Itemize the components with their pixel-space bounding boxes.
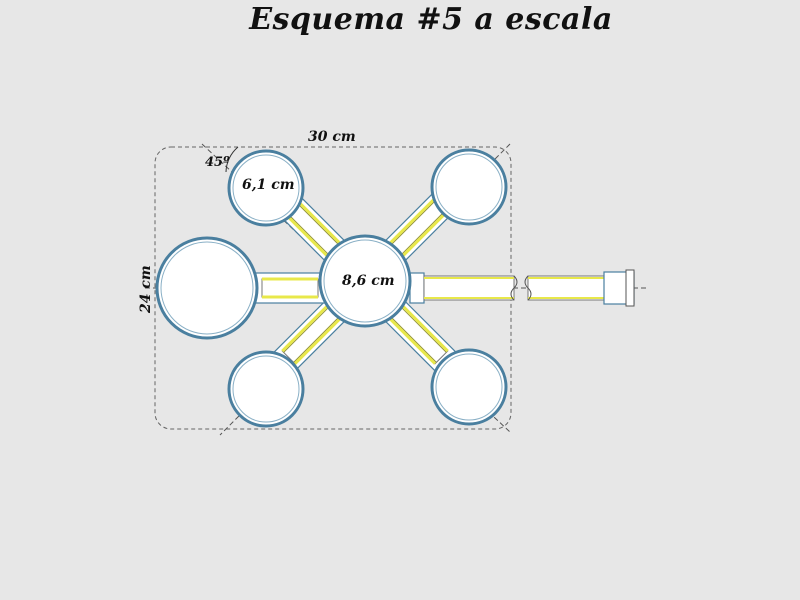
height-label: 24 cm — [138, 265, 154, 314]
bounding-box — [154, 146, 512, 430]
width-label: 30 cm — [308, 129, 356, 145]
diagram-title: Esquema #5 a escala — [249, 2, 613, 37]
angle-label: 45º — [205, 155, 230, 170]
circle-top-right — [430, 148, 508, 226]
circle-bottom-right — [430, 348, 508, 426]
center-diameter-label: 8,6 cm — [342, 273, 395, 289]
circle-bottom-left — [227, 350, 305, 428]
circle-top-left — [227, 149, 305, 227]
circle-center — [318, 234, 412, 328]
small-diameter-label: 6,1 cm — [242, 177, 295, 193]
angle-arc — [225, 146, 239, 173]
tube-arm-right — [409, 269, 635, 307]
circle-large-left — [155, 236, 259, 340]
tube-arm-left — [249, 272, 327, 304]
